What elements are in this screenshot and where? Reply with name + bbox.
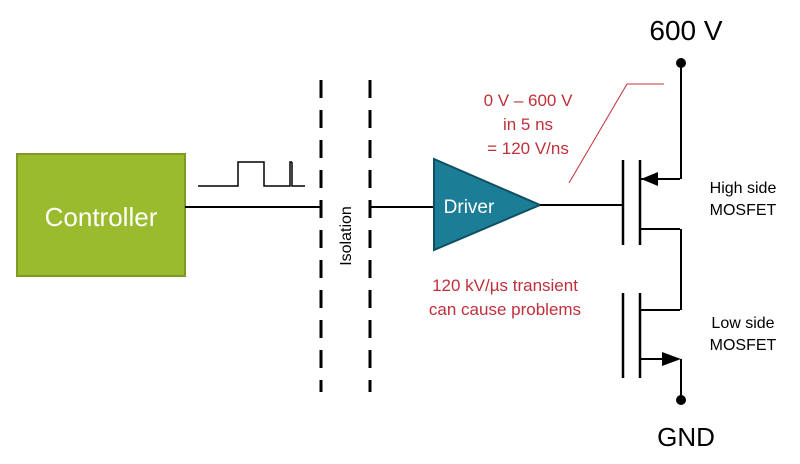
pwm-signal-tail: [291, 162, 305, 187]
supply-node: [676, 58, 686, 68]
transient-annotation-line2: can cause problems: [429, 300, 581, 319]
high-side-arrow-icon: [641, 172, 658, 186]
driver-label: Driver: [444, 197, 495, 218]
controller-label: Controller: [45, 202, 158, 232]
slew-annotation-line1: 0 V – 600 V: [484, 91, 574, 110]
slew-annotation-line2: in 5 ns: [503, 115, 553, 134]
annotation-leader-line: [568, 83, 664, 184]
low-side-label-line1: Low side: [711, 315, 774, 332]
pwm-signal-icon: [198, 161, 292, 187]
ground-node: [676, 395, 686, 405]
slew-annotation-line3: = 120 V/ns: [487, 139, 569, 158]
ground-label: GND: [657, 422, 715, 452]
transient-annotation-line1: 120 kV/µs transient: [432, 276, 578, 295]
high-side-label-line2: MOSFET: [710, 202, 777, 219]
controller-block: [16, 153, 186, 277]
low-side-label-line2: MOSFET: [710, 337, 777, 354]
high-side-label-line1: High side: [710, 180, 777, 197]
low-side-arrow-icon: [662, 352, 681, 366]
isolation-label: Isolation: [338, 206, 355, 266]
supply-label: 600 V: [649, 15, 722, 46]
driver-triangle: [433, 157, 543, 252]
